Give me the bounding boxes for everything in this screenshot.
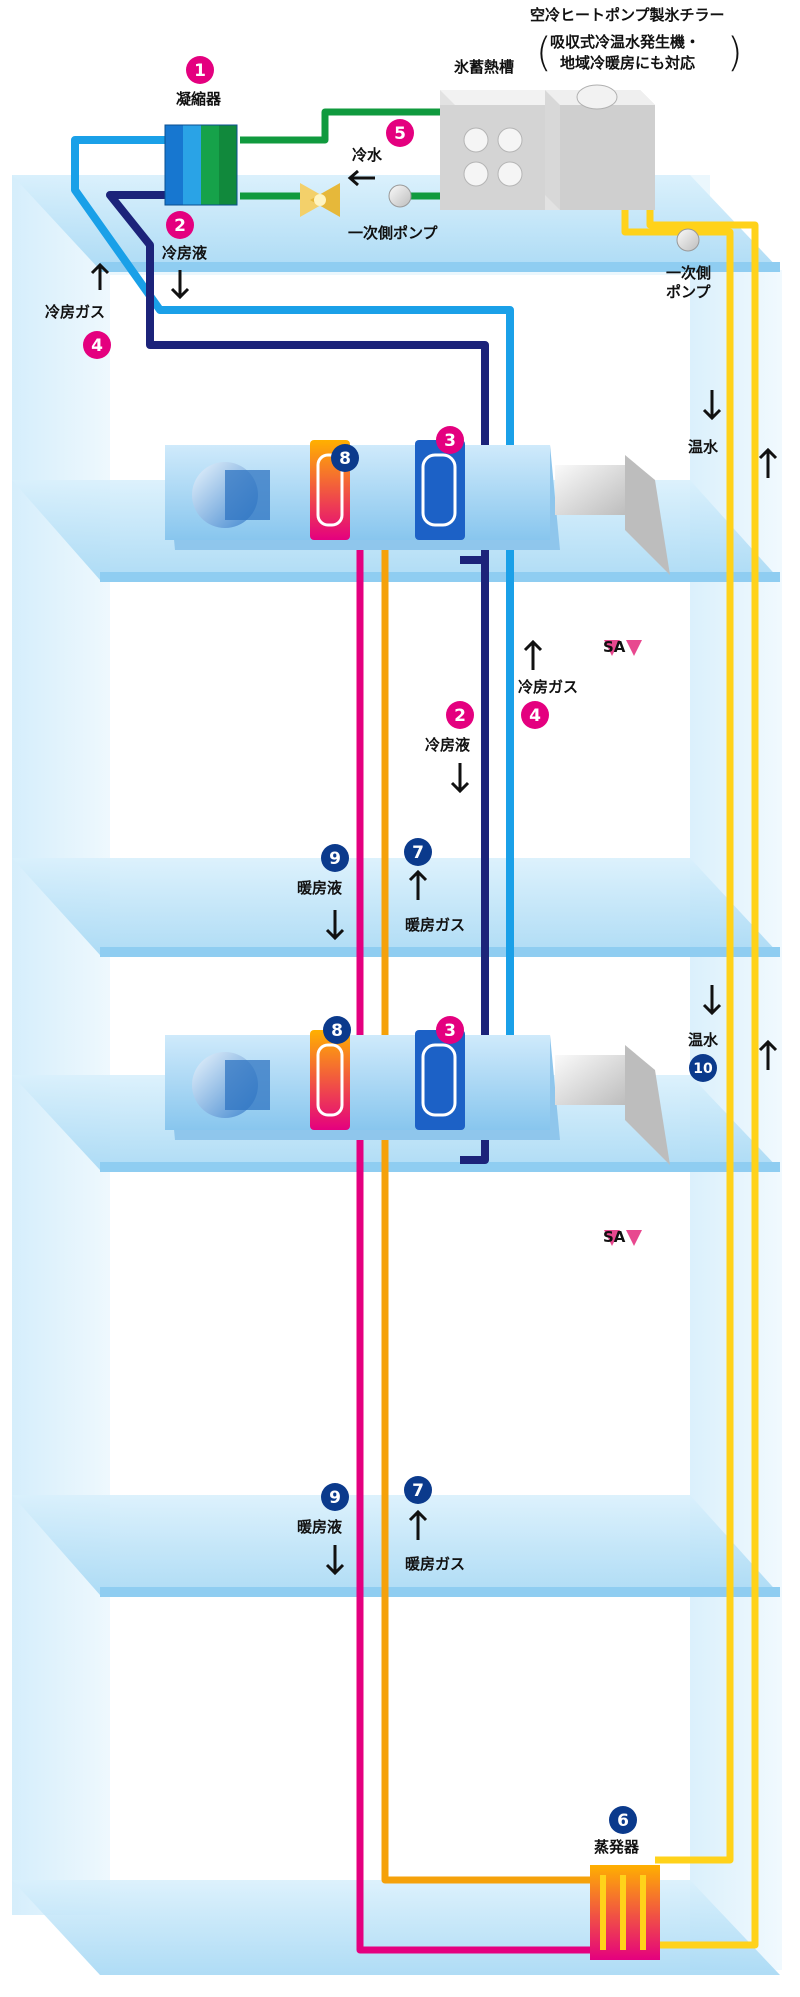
badge-4: 4 xyxy=(521,701,549,729)
arrow-up xyxy=(90,262,110,290)
badge-6: 6 xyxy=(609,1806,637,1834)
arrow-down xyxy=(325,910,345,941)
svg-text:3: 3 xyxy=(444,431,456,451)
badge-3: 3 xyxy=(436,426,464,454)
cold-water-label: 冷水 xyxy=(352,146,383,164)
badge-8: 8 xyxy=(323,1016,351,1044)
svg-text:5: 5 xyxy=(394,124,406,144)
heat-pump-chiller xyxy=(545,84,655,210)
ice-tank-label: 氷蓄熱槽 xyxy=(454,58,514,76)
badge-8: 8 xyxy=(331,444,359,472)
badge-2: 2 xyxy=(446,701,474,729)
floor-slab xyxy=(12,858,780,957)
chiller-note-paren-close: ) xyxy=(727,30,743,76)
arrow-up xyxy=(758,1039,778,1070)
badge-9: 9 xyxy=(321,1483,349,1511)
svg-text:6: 6 xyxy=(617,1811,629,1831)
cold-water-pipe xyxy=(240,108,452,144)
ice-storage-tank xyxy=(440,90,560,210)
heating-gas-label: 暖房ガス xyxy=(405,916,465,934)
badge-1: 1 xyxy=(186,56,214,84)
heating-liquid-label: 暖房液 xyxy=(297,1518,343,1536)
primary-pump-right-label-2: ポンプ xyxy=(666,283,712,301)
svg-text:2: 2 xyxy=(454,706,466,726)
expansion-valve xyxy=(300,183,340,217)
condenser-unit xyxy=(164,124,238,206)
flow-arrows xyxy=(90,169,778,1576)
badge-10: 10 xyxy=(689,1054,717,1082)
evaporator-unit xyxy=(590,1865,660,1960)
arrow-down xyxy=(702,985,722,1016)
svg-text:3: 3 xyxy=(444,1021,456,1041)
arrow-down xyxy=(702,390,722,421)
svg-text:10: 10 xyxy=(693,1061,713,1077)
supply-air-label: SA xyxy=(603,1228,626,1246)
arrow-up xyxy=(408,869,428,900)
arrow-up xyxy=(408,1509,428,1540)
arrow-down xyxy=(450,763,470,794)
svg-text:7: 7 xyxy=(412,1481,424,1501)
arrow-up xyxy=(523,639,543,670)
chiller-note-line1: 吸収式冷温水発生機・ xyxy=(550,33,700,51)
svg-text:4: 4 xyxy=(529,706,541,726)
air-handler-lower xyxy=(165,1030,670,1246)
floor-slab xyxy=(12,1880,780,1975)
arrow-up xyxy=(758,447,778,478)
warm-water-label: 温水 xyxy=(688,1031,719,1049)
cooling-liquid-pipe xyxy=(106,191,489,1164)
svg-text:2: 2 xyxy=(174,216,186,236)
evaporator-label: 蒸発器 xyxy=(594,1838,640,1856)
floor-slab xyxy=(12,1495,780,1597)
cooling-liquid-label: 冷房液 xyxy=(162,244,208,262)
badge-2: 2 xyxy=(166,211,194,239)
badge-5: 5 xyxy=(386,119,414,147)
badge-3: 3 xyxy=(436,1016,464,1044)
cooling-gas-label: 冷房ガス xyxy=(45,303,105,321)
arrow-down xyxy=(325,1545,345,1576)
badge-4: 4 xyxy=(83,331,111,359)
svg-text:9: 9 xyxy=(329,849,341,869)
chiller-note-line2: 地域冷暖房にも対応 xyxy=(560,54,695,72)
supply-air-label: SA xyxy=(603,638,626,656)
badge-7: 7 xyxy=(404,1476,432,1504)
primary-pump xyxy=(388,184,412,208)
badge-9: 9 xyxy=(321,844,349,872)
cooling-liquid-label: 冷房液 xyxy=(425,736,471,754)
svg-text:4: 4 xyxy=(91,336,103,356)
badge-7: 7 xyxy=(404,838,432,866)
svg-text:8: 8 xyxy=(339,449,351,469)
condenser-label: 凝縮器 xyxy=(176,90,222,108)
primary-pump-right-label-1: 一次側 xyxy=(666,264,711,282)
warm-water-label: 温水 xyxy=(688,438,719,456)
primary-pump-label: 一次側ポンプ xyxy=(348,224,439,242)
svg-text:8: 8 xyxy=(331,1021,343,1041)
chiller-title: 空冷ヒートポンプ製氷チラー xyxy=(530,6,725,24)
cooling-gas-label: 冷房ガス xyxy=(518,678,578,696)
svg-text:1: 1 xyxy=(194,61,206,81)
svg-text:7: 7 xyxy=(412,843,424,863)
svg-text:9: 9 xyxy=(329,1488,341,1508)
heating-gas-label: 暖房ガス xyxy=(405,1555,465,1573)
arrow-down xyxy=(170,270,190,300)
primary-pump-right xyxy=(676,228,700,252)
chiller-note-paren-open: ( xyxy=(536,30,552,76)
arrow-left xyxy=(347,169,375,187)
heating-liquid-label: 暖房液 xyxy=(297,879,343,897)
